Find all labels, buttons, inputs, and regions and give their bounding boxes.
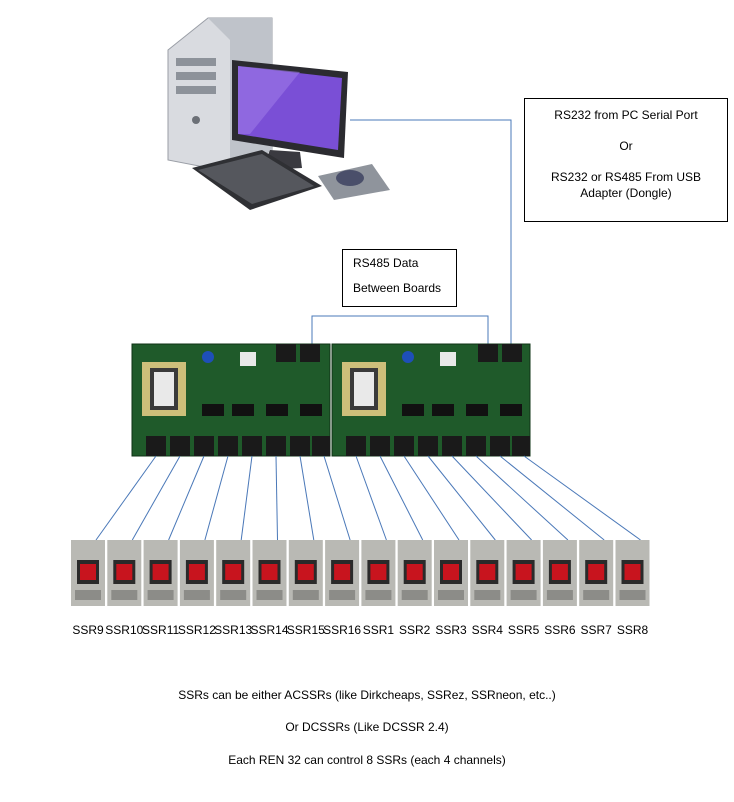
ssr-module-icon [71, 540, 105, 606]
ssr-wire [379, 455, 424, 541]
ssr-wire [403, 455, 460, 541]
ssr-wire [355, 455, 387, 541]
ssr-module-icon [325, 540, 360, 606]
ssr-module-icon [179, 540, 214, 606]
ssr-wire [299, 455, 315, 541]
callout-text: Or [619, 139, 633, 153]
ssr-wire [427, 455, 496, 541]
ssr-module-icon [615, 540, 650, 606]
ssr-label: SSR11 [142, 623, 180, 637]
ssr-wire [240, 455, 253, 541]
callout-text: Adapter (Dongle) [580, 186, 672, 200]
ssr-label: SSR12 [177, 623, 216, 637]
ssr-label: SSR16 [323, 623, 362, 637]
ssr-label: SSR14 [250, 623, 289, 637]
ssr-module-icon [107, 540, 142, 606]
ssr-label: SSR10 [105, 623, 144, 637]
ssr-wire [523, 455, 641, 541]
ssr-label: SSR9 [72, 623, 104, 637]
controller-board-icon [131, 343, 331, 457]
ssr-module-icon [542, 540, 577, 606]
computer-icon [167, 17, 390, 210]
ssr-label: SSR5 [507, 623, 540, 637]
ssr-module-icon [397, 540, 432, 606]
serial-connection-callout: RS232 from PC Serial Port Or RS232 or RS… [524, 98, 728, 222]
ssr-label: SSR2 [399, 623, 431, 637]
ssr-module-icon [361, 540, 396, 606]
ssr-wire [95, 455, 157, 541]
callout-text: RS232 or RS485 From USB [550, 170, 702, 184]
ssr-wire [475, 455, 569, 541]
ssr-module-icon [216, 540, 251, 606]
rs485-callout: RS485 Data Between Boards [342, 249, 457, 307]
ssr-wire [451, 455, 532, 541]
controller-board-icon [331, 343, 531, 457]
note-line: SSRs can be either ACSSRs (like Dirkchea… [178, 688, 556, 702]
ssr-wire [323, 455, 351, 541]
callout-text: RS232 from PC Serial Port [554, 108, 698, 122]
ssr-module-icon [434, 540, 468, 606]
ssr-module-icon [470, 540, 505, 606]
note-line: Each REN 32 can control 8 SSRs (each 4 c… [228, 753, 506, 767]
ssr-label: SSR8 [616, 623, 649, 637]
ssr-wire [131, 455, 181, 541]
ssr-label: SSR4 [471, 623, 503, 637]
ssr-module-icon [506, 540, 541, 606]
ssr-wire [204, 455, 229, 541]
callout-text: RS485 Data [353, 256, 419, 270]
ssr-label: SSR6 [544, 623, 576, 637]
note-line: Or DCSSRs (Like DCSSR 2.4) [285, 720, 449, 734]
ssr-label: SSR3 [435, 623, 467, 637]
ssr-label: SSR1 [362, 623, 395, 637]
ssr-wires [95, 455, 641, 541]
ssr-wire [168, 455, 205, 541]
ssr-label: SSR7 [580, 623, 612, 637]
ssr-module-icon [252, 540, 287, 606]
ssr-module-icon [579, 540, 614, 606]
callout-text: Between Boards [353, 281, 442, 295]
ssr-label: SSR15 [286, 623, 325, 637]
ssr-module-icon [143, 540, 178, 606]
ssr-wire [499, 455, 605, 541]
ssr-wire [275, 455, 278, 541]
ssr-label: SSR13 [214, 623, 253, 637]
wires [311, 119, 512, 344]
ssr-module-icon [288, 540, 323, 606]
